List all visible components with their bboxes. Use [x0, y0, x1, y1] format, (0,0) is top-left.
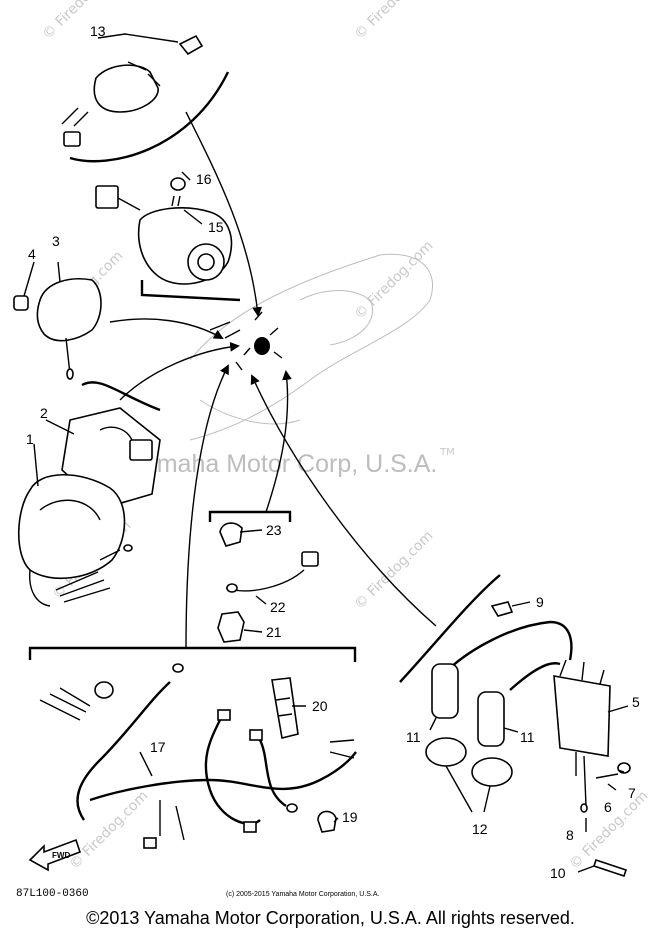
watermark-tm: TM: [439, 447, 455, 458]
small-copyright: (c) 2005-2015 Yamaha Motor Corporation, …: [226, 891, 379, 898]
cdi-unit: [17, 407, 161, 607]
callout-22: 22: [270, 599, 286, 615]
callout-23: 23: [266, 522, 282, 538]
callout-16: 16: [196, 171, 212, 187]
leader-lines: [23, 171, 629, 873]
fwd-arrow: FWD: [28, 838, 82, 872]
clamp-and-band: [271, 677, 337, 833]
callout-9: 9: [536, 594, 544, 610]
frame-outline: [189, 253, 434, 441]
callout-2: 2: [40, 405, 48, 421]
callout-numbers: 13 16 15 4 3 2 1 23 22 21 20 17 19 9 5 1…: [26, 23, 640, 881]
callout-8: 8: [566, 827, 574, 843]
callout-5: 5: [632, 694, 640, 710]
part-number: 87L100-0360: [16, 888, 89, 900]
callout-20: 20: [312, 698, 328, 714]
callout-13: 13: [90, 23, 106, 39]
assembly-brackets: [28, 71, 501, 683]
callout-1: 1: [26, 431, 34, 447]
frame-connection-area: [209, 311, 283, 371]
flasher-relay: [13, 278, 102, 380]
watermark-center: Yamaha Motor Corp, U.S.A.: [128, 450, 437, 478]
small-components: [217, 522, 319, 643]
watermark-site: © Firedog.com: [352, 528, 437, 613]
callout-11-left: 11: [406, 729, 421, 745]
fwd-label: FWD: [52, 851, 70, 860]
watermark-site: © Firedog.com: [352, 238, 437, 323]
callout-7: 7: [628, 785, 636, 801]
ignition-coil: [425, 601, 631, 878]
copyright-footer: ©2013 Yamaha Motor Corporation, U.S.A. A…: [86, 908, 575, 928]
main-switch: [61, 33, 204, 147]
callout-12: 12: [472, 821, 488, 837]
watermark-site: © Firedog.com: [67, 788, 152, 873]
wire-harness: [39, 663, 357, 849]
assembly-arrows: [109, 111, 437, 649]
callout-19: 19: [342, 809, 358, 825]
callout-15: 15: [208, 219, 224, 235]
callout-21: 21: [266, 624, 282, 640]
callout-11-right: 11: [520, 729, 535, 745]
callout-3: 3: [52, 233, 60, 249]
watermark-site: © Firedog.com: [352, 0, 437, 43]
callout-6: 6: [604, 799, 612, 815]
starter-relay: [95, 177, 233, 285]
callout-17: 17: [150, 739, 166, 755]
callout-10: 10: [550, 865, 566, 881]
callout-4: 4: [28, 246, 36, 262]
